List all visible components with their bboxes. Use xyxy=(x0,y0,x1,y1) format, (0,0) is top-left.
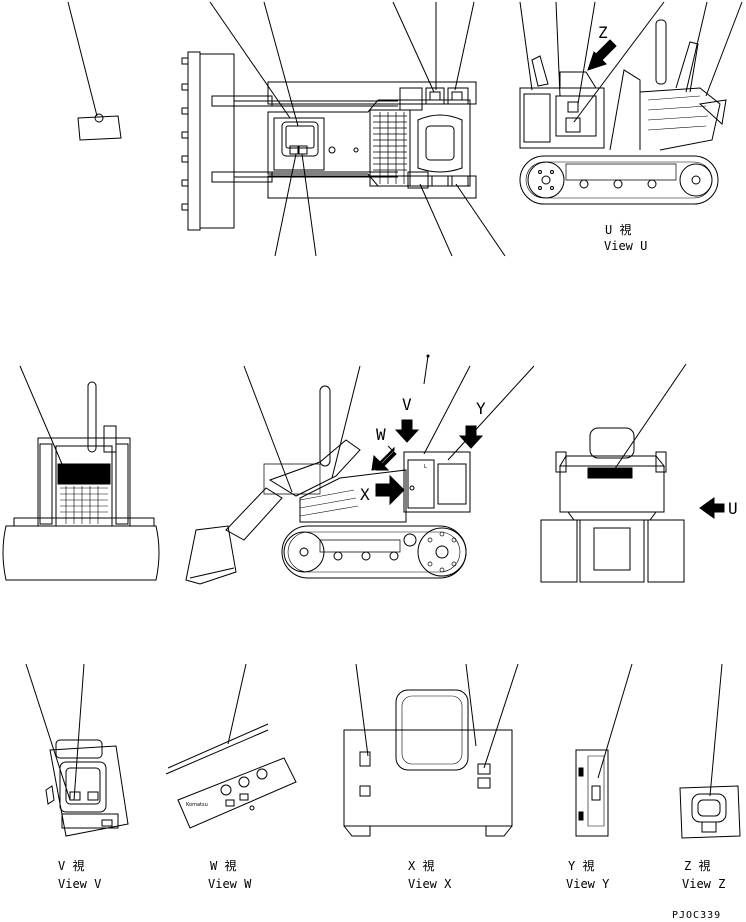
view-v-en: View V xyxy=(58,877,101,891)
view-y: Y 視 View Y xyxy=(566,664,632,891)
loose-decal xyxy=(68,2,121,140)
letter-y: Y xyxy=(476,399,486,418)
blade-teeth xyxy=(182,58,188,210)
view-x-jp: X 視 xyxy=(408,858,434,873)
letter-w: W xyxy=(376,425,386,444)
view-x: X 視 View X xyxy=(344,664,518,891)
top-plan-view xyxy=(182,2,505,256)
view-z-en: View Z xyxy=(682,877,725,891)
side-view-main: L V W X Y xyxy=(186,355,534,584)
front-view xyxy=(3,366,159,580)
view-w-en: View W xyxy=(208,877,252,891)
drawing-code: PJOC339 xyxy=(672,910,721,921)
arrow-v xyxy=(396,420,418,442)
arrow-w xyxy=(372,446,396,470)
view-y-en: View Y xyxy=(566,877,610,891)
rear-view: KOMATSU U xyxy=(541,364,738,582)
view-x-en: View X xyxy=(408,877,452,891)
view-z-jp: Z 視 xyxy=(684,858,710,873)
arrow-y xyxy=(460,426,482,448)
letter-v: V xyxy=(402,395,412,414)
letter-x: X xyxy=(360,485,370,504)
view-v: V 視 View V xyxy=(26,664,128,891)
view-u-jp: U 視 xyxy=(605,222,631,237)
svg-text:L: L xyxy=(424,464,427,470)
arrow-x xyxy=(376,476,404,504)
side-view-u: Z U 視 View U xyxy=(520,2,742,253)
svg-text:Komatsu: Komatsu xyxy=(186,802,208,808)
grille-pattern xyxy=(373,112,407,184)
svg-text:KOMATSU: KOMATSU xyxy=(592,472,617,478)
view-v-jp: V 視 xyxy=(58,858,84,873)
letter-z: Z xyxy=(598,23,608,42)
arrow-z xyxy=(588,40,616,70)
arrow-u xyxy=(700,498,724,518)
letter-u: U xyxy=(728,499,738,518)
view-u-en: View U xyxy=(604,239,647,253)
view-z: Z 視 View Z xyxy=(680,664,740,891)
view-w-jp: W 視 xyxy=(210,858,236,873)
view-w: Komatsu W 視 View W xyxy=(166,664,296,891)
view-y-jp: Y 視 xyxy=(568,858,594,873)
